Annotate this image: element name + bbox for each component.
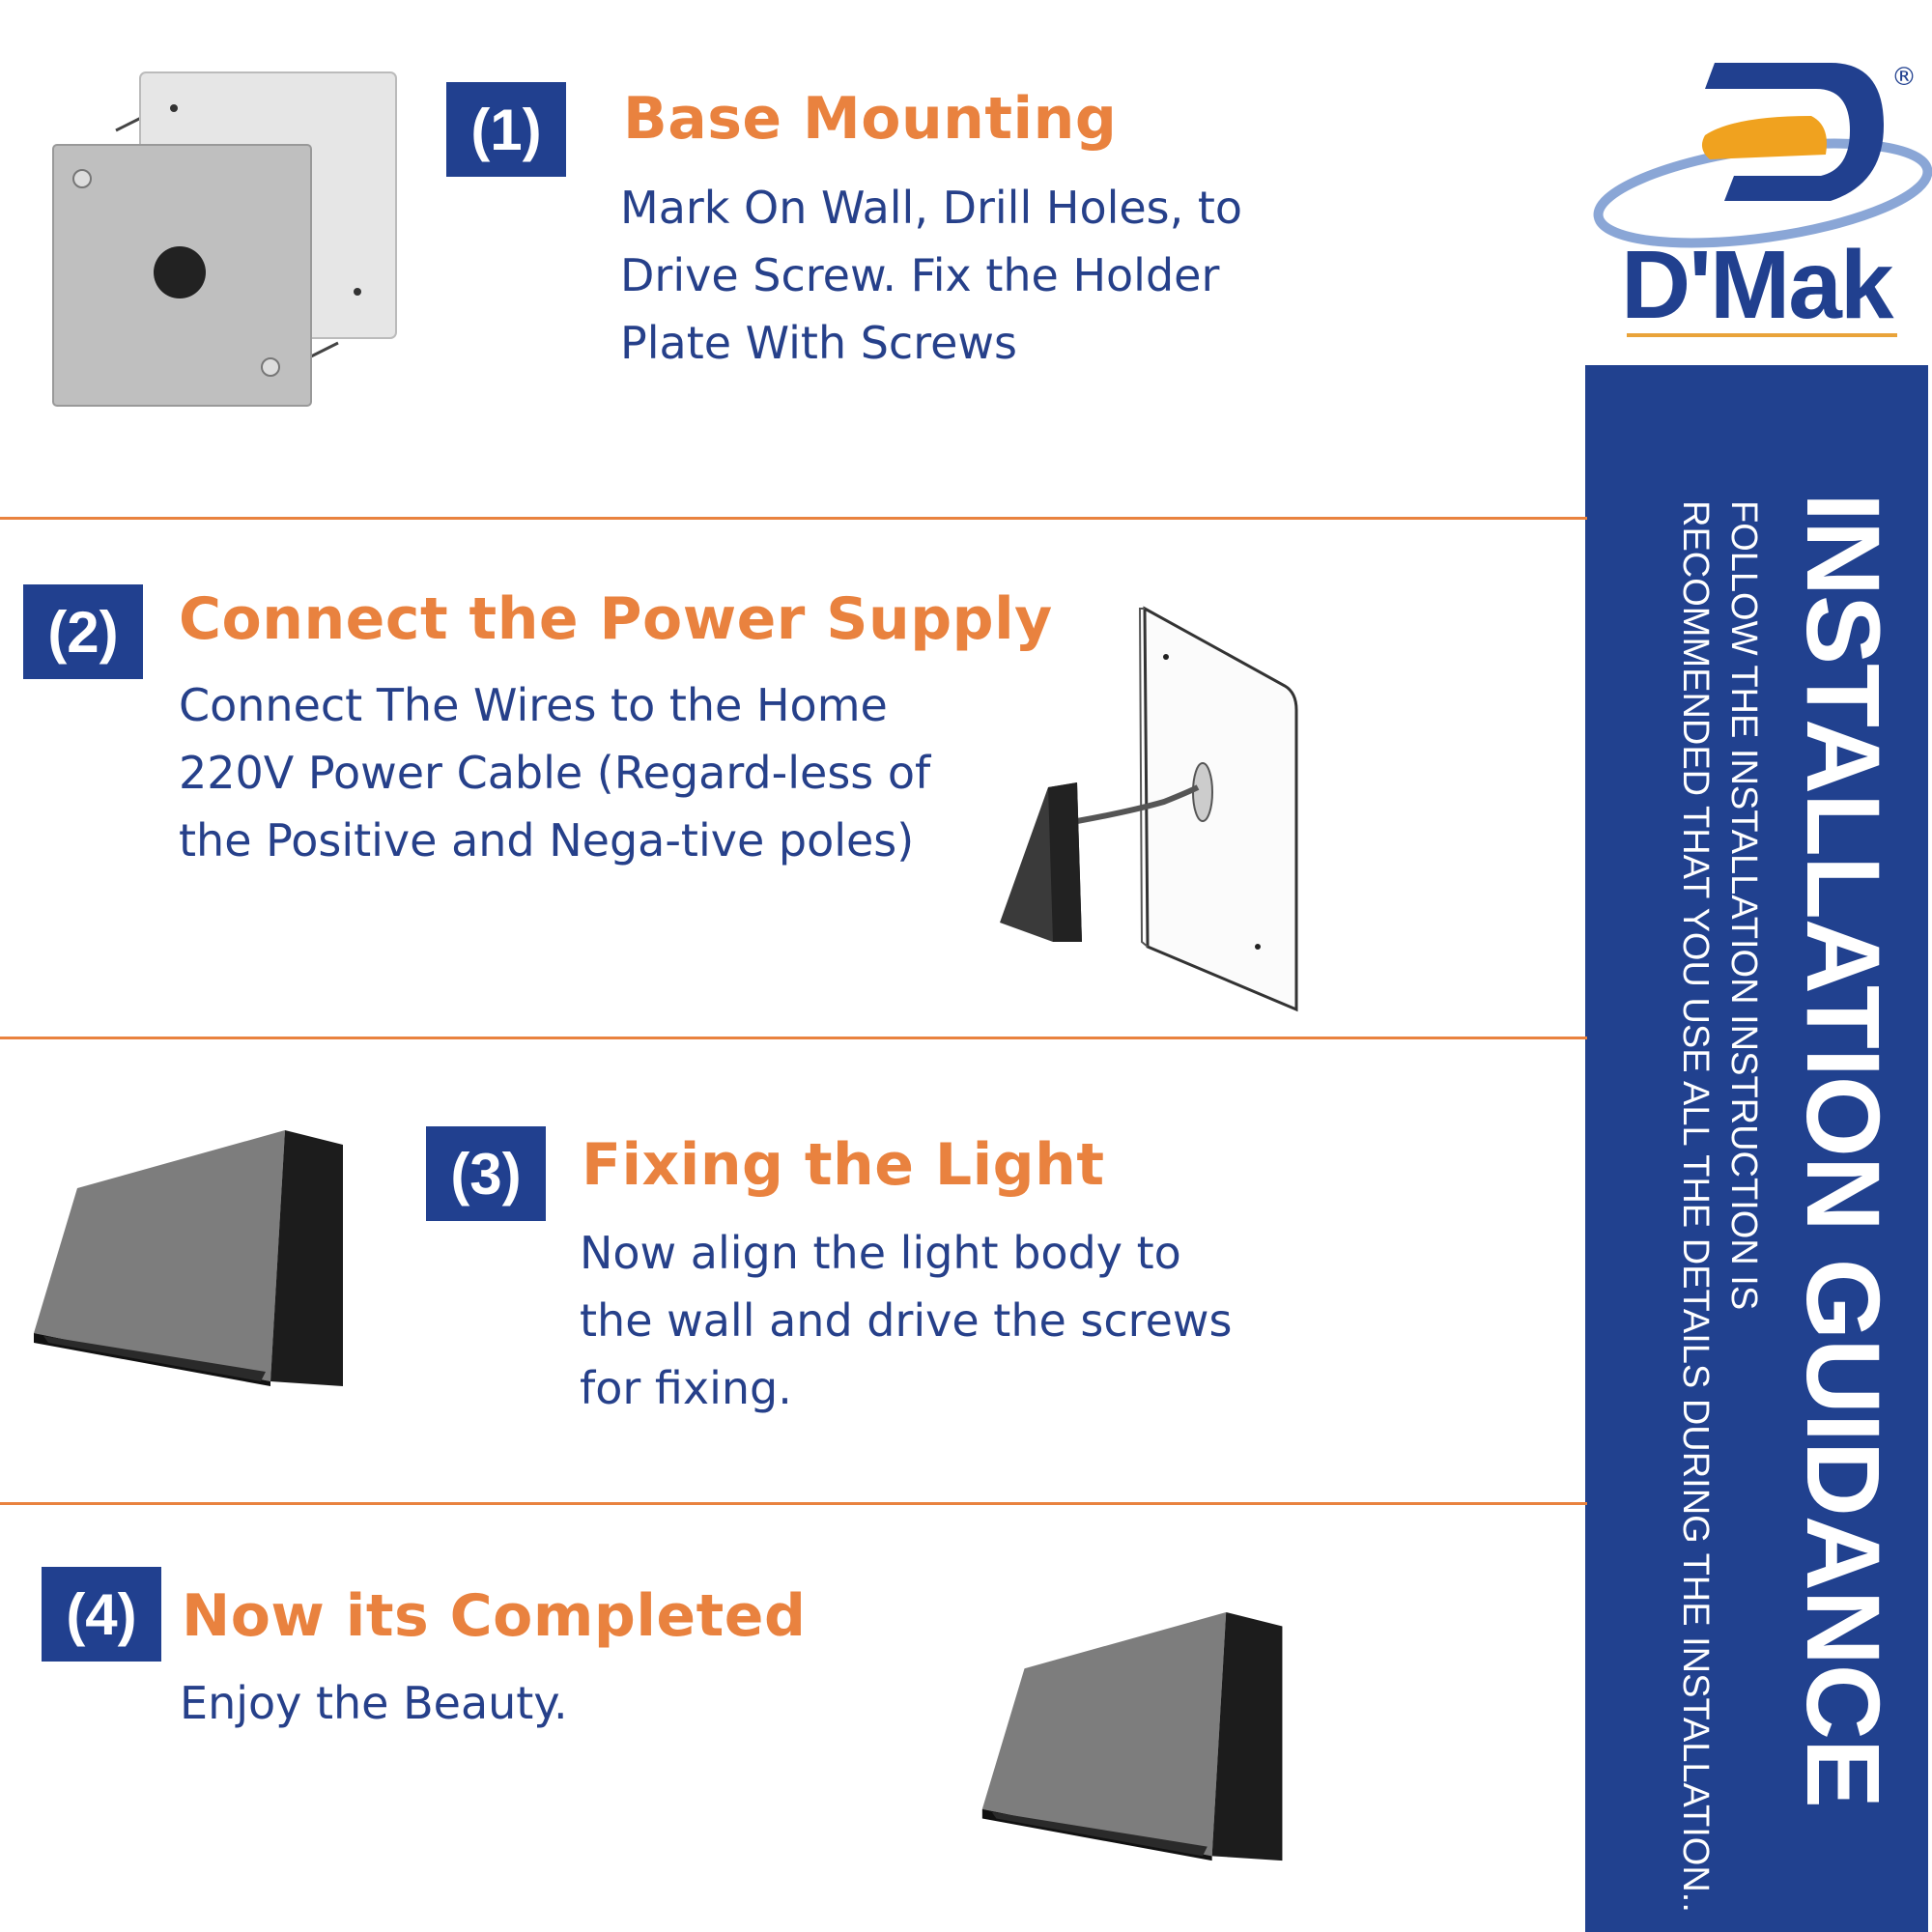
step-2-number: (2)	[23, 584, 143, 679]
installation-sidebar: INSTALLATION GUIDANCE FOLLOW THE INSTALL…	[1585, 365, 1928, 1932]
sidebar-line-2: RECOMMENDED THAT YOU USE ALL THE DETAILS…	[1675, 500, 1716, 1913]
sidebar-title: INSTALLATION GUIDANCE	[1785, 493, 1902, 1807]
sidebar-line-1: FOLLOW THE INSTALLATION INSTRUCTION IS	[1723, 500, 1764, 1311]
completed-light-image	[981, 1611, 1283, 1861]
step-4-number: (4)	[42, 1567, 161, 1662]
wiring-diagram-image	[1000, 606, 1298, 1012]
step-2-title: Connect the Power Supply	[179, 585, 1053, 653]
brand-name: D'Mak	[1621, 231, 1894, 339]
step-1-description: Mark On Wall, Drill Holes, to Drive Scre…	[620, 182, 1243, 369]
holder-plate-image	[52, 71, 397, 407]
step-2-description: Connect The Wires to the Home 220V Power…	[179, 679, 931, 867]
divider-1	[0, 517, 1587, 520]
light-body-image	[34, 1130, 343, 1386]
step-3-number: (3)	[426, 1126, 546, 1221]
divider-3	[0, 1502, 1587, 1505]
dmak-logo	[1593, 63, 1932, 248]
divider-2	[0, 1037, 1587, 1039]
step-4-description: Enjoy the Beauty.	[180, 1677, 568, 1729]
step-1-title: Base Mounting	[623, 85, 1118, 153]
brand-underline	[1627, 333, 1897, 337]
step-3-title: Fixing the Light	[582, 1131, 1105, 1199]
step-3-description: Now align the light body to the wall and…	[580, 1227, 1233, 1414]
step-4-title: Now its Completed	[182, 1582, 807, 1650]
step-1-number: (1)	[446, 82, 566, 177]
registered-mark: ®	[1891, 63, 1917, 92]
